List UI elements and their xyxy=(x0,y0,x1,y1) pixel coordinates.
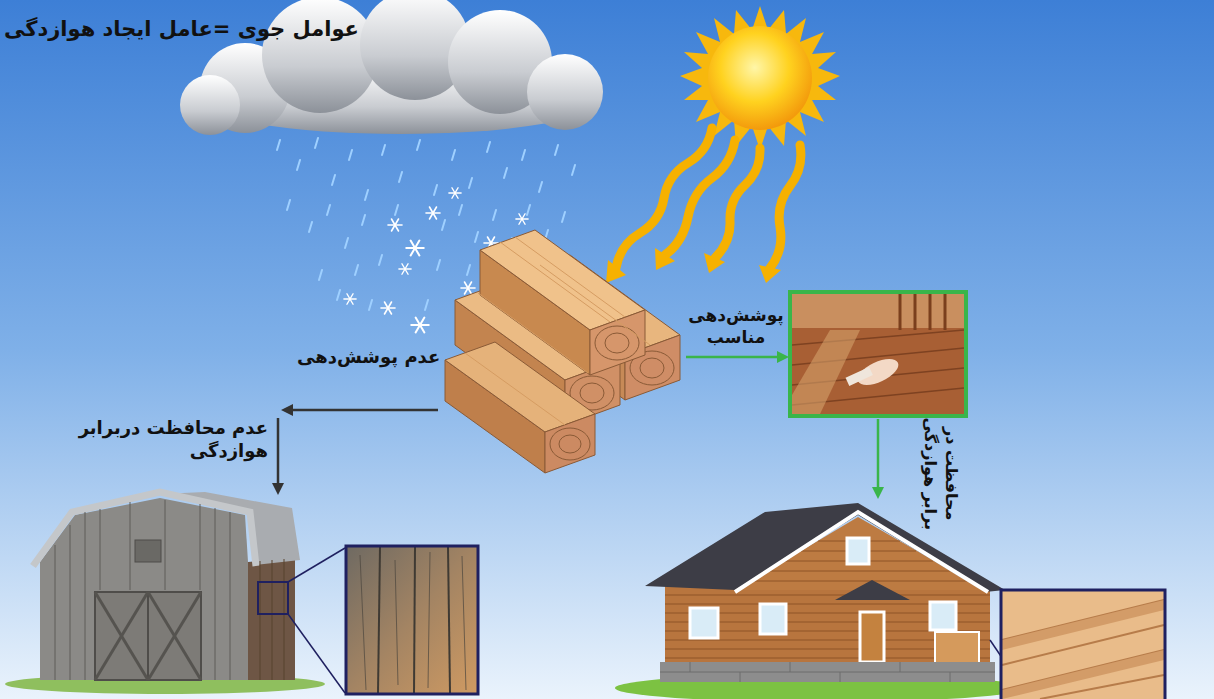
heat-rays xyxy=(616,128,801,268)
sun xyxy=(680,6,840,150)
arrow-label: عدم محافظت دربرابر هوازدگی xyxy=(53,416,268,463)
weathered-wood-inset xyxy=(346,546,478,694)
diagram-title: عوامل جوی =عامل ایجاد هوازدگی xyxy=(4,16,359,43)
log-house xyxy=(615,503,1030,699)
protected-wood-inset xyxy=(1001,590,1165,699)
weathered-barn xyxy=(5,492,345,694)
wood-pile xyxy=(445,230,680,473)
heat-ray-heads xyxy=(606,248,781,283)
arrow-label: عدم پوشش‌دهی xyxy=(297,345,440,368)
coating-photo xyxy=(790,292,966,416)
arrow-label: پوشش‌دهی مناسب xyxy=(684,304,788,348)
arrow-label: محافظت در برابر هوازدگی xyxy=(919,415,961,533)
